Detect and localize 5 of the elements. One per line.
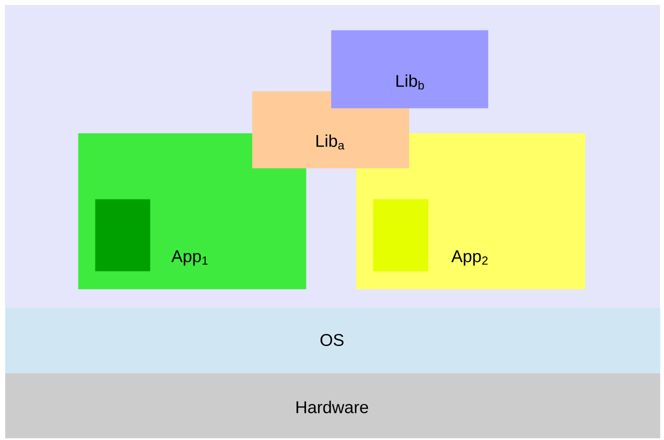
inner-box bbox=[373, 199, 428, 272]
layer-band: Hardware bbox=[5, 373, 660, 438]
inner-box bbox=[95, 199, 150, 272]
layer-band: OS bbox=[5, 307, 660, 374]
library-box: Lib$_{b}$ bbox=[331, 30, 488, 108]
